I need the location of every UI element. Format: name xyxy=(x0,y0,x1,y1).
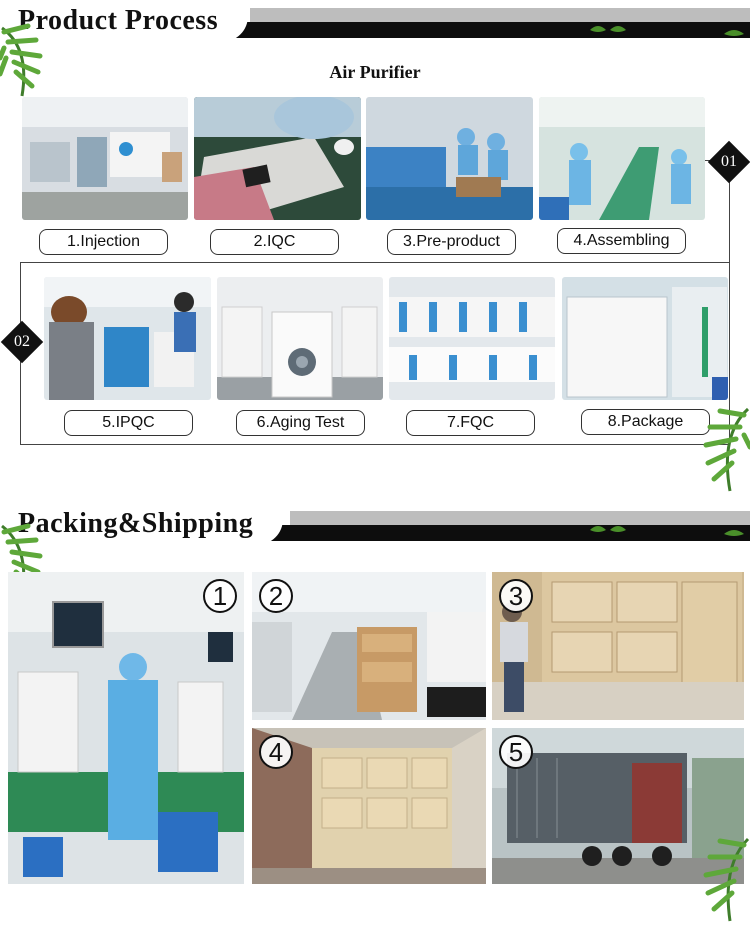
step-label-injection: 1.Injection xyxy=(39,229,168,255)
shipping-step-badge-2: 2 xyxy=(259,579,293,613)
step-label-package: 8.Package xyxy=(581,409,710,435)
shipping-step-badge-3: 3 xyxy=(499,579,533,613)
step-label-pre-product: 3.Pre-product xyxy=(387,229,516,255)
small-leaf-icon xyxy=(724,530,744,536)
section-title: Packing&Shipping xyxy=(18,508,254,539)
banner-tab: Packing&Shipping xyxy=(0,503,284,545)
packing-line-photo xyxy=(8,572,244,884)
step-label-ipqc: 5.IPQC xyxy=(64,410,193,436)
palm-leaf-icon xyxy=(0,23,43,97)
product-process-banner: Product Process xyxy=(0,0,750,42)
assembling-photo xyxy=(539,97,705,220)
product-subtitle: Air Purifier xyxy=(329,62,421,82)
step-label-assembling: 4.Assembling xyxy=(557,228,686,254)
step-label-fqc: 7.FQC xyxy=(406,410,535,436)
banner-tab: Product Process xyxy=(0,0,249,42)
banner-grey-stripe xyxy=(250,8,750,22)
aging-test-photo xyxy=(217,277,383,400)
packing-shipping-banner: Packing&Shipping xyxy=(0,503,750,545)
banner-grey-stripe xyxy=(290,511,750,525)
small-leaf-icon xyxy=(590,26,626,32)
shipping-step-badge-4: 4 xyxy=(259,735,293,769)
small-leaf-icon xyxy=(590,526,626,532)
small-leaf-icon xyxy=(724,30,744,36)
palm-leaf-icon xyxy=(703,407,750,492)
package-photo xyxy=(562,277,728,400)
shipping-step-badge-5: 5 xyxy=(499,735,533,769)
section-title: Product Process xyxy=(18,5,219,36)
shipping-step-badge-1: 1 xyxy=(203,579,237,613)
ipqc-photo xyxy=(44,277,211,400)
process-frame xyxy=(20,160,730,445)
step-marker-01: 01 xyxy=(707,140,750,184)
iqc-photo xyxy=(194,97,361,220)
injection-photo xyxy=(22,97,188,220)
step-marker-02: 02 xyxy=(0,320,44,364)
palm-leaf-icon xyxy=(703,837,750,922)
fqc-photo xyxy=(389,277,555,400)
step-label-iqc: 2.IQC xyxy=(210,229,339,255)
pre-product-photo xyxy=(366,97,533,220)
carton-stack-photo xyxy=(492,572,744,720)
step-label-aging-test: 6.Aging Test xyxy=(236,410,365,436)
